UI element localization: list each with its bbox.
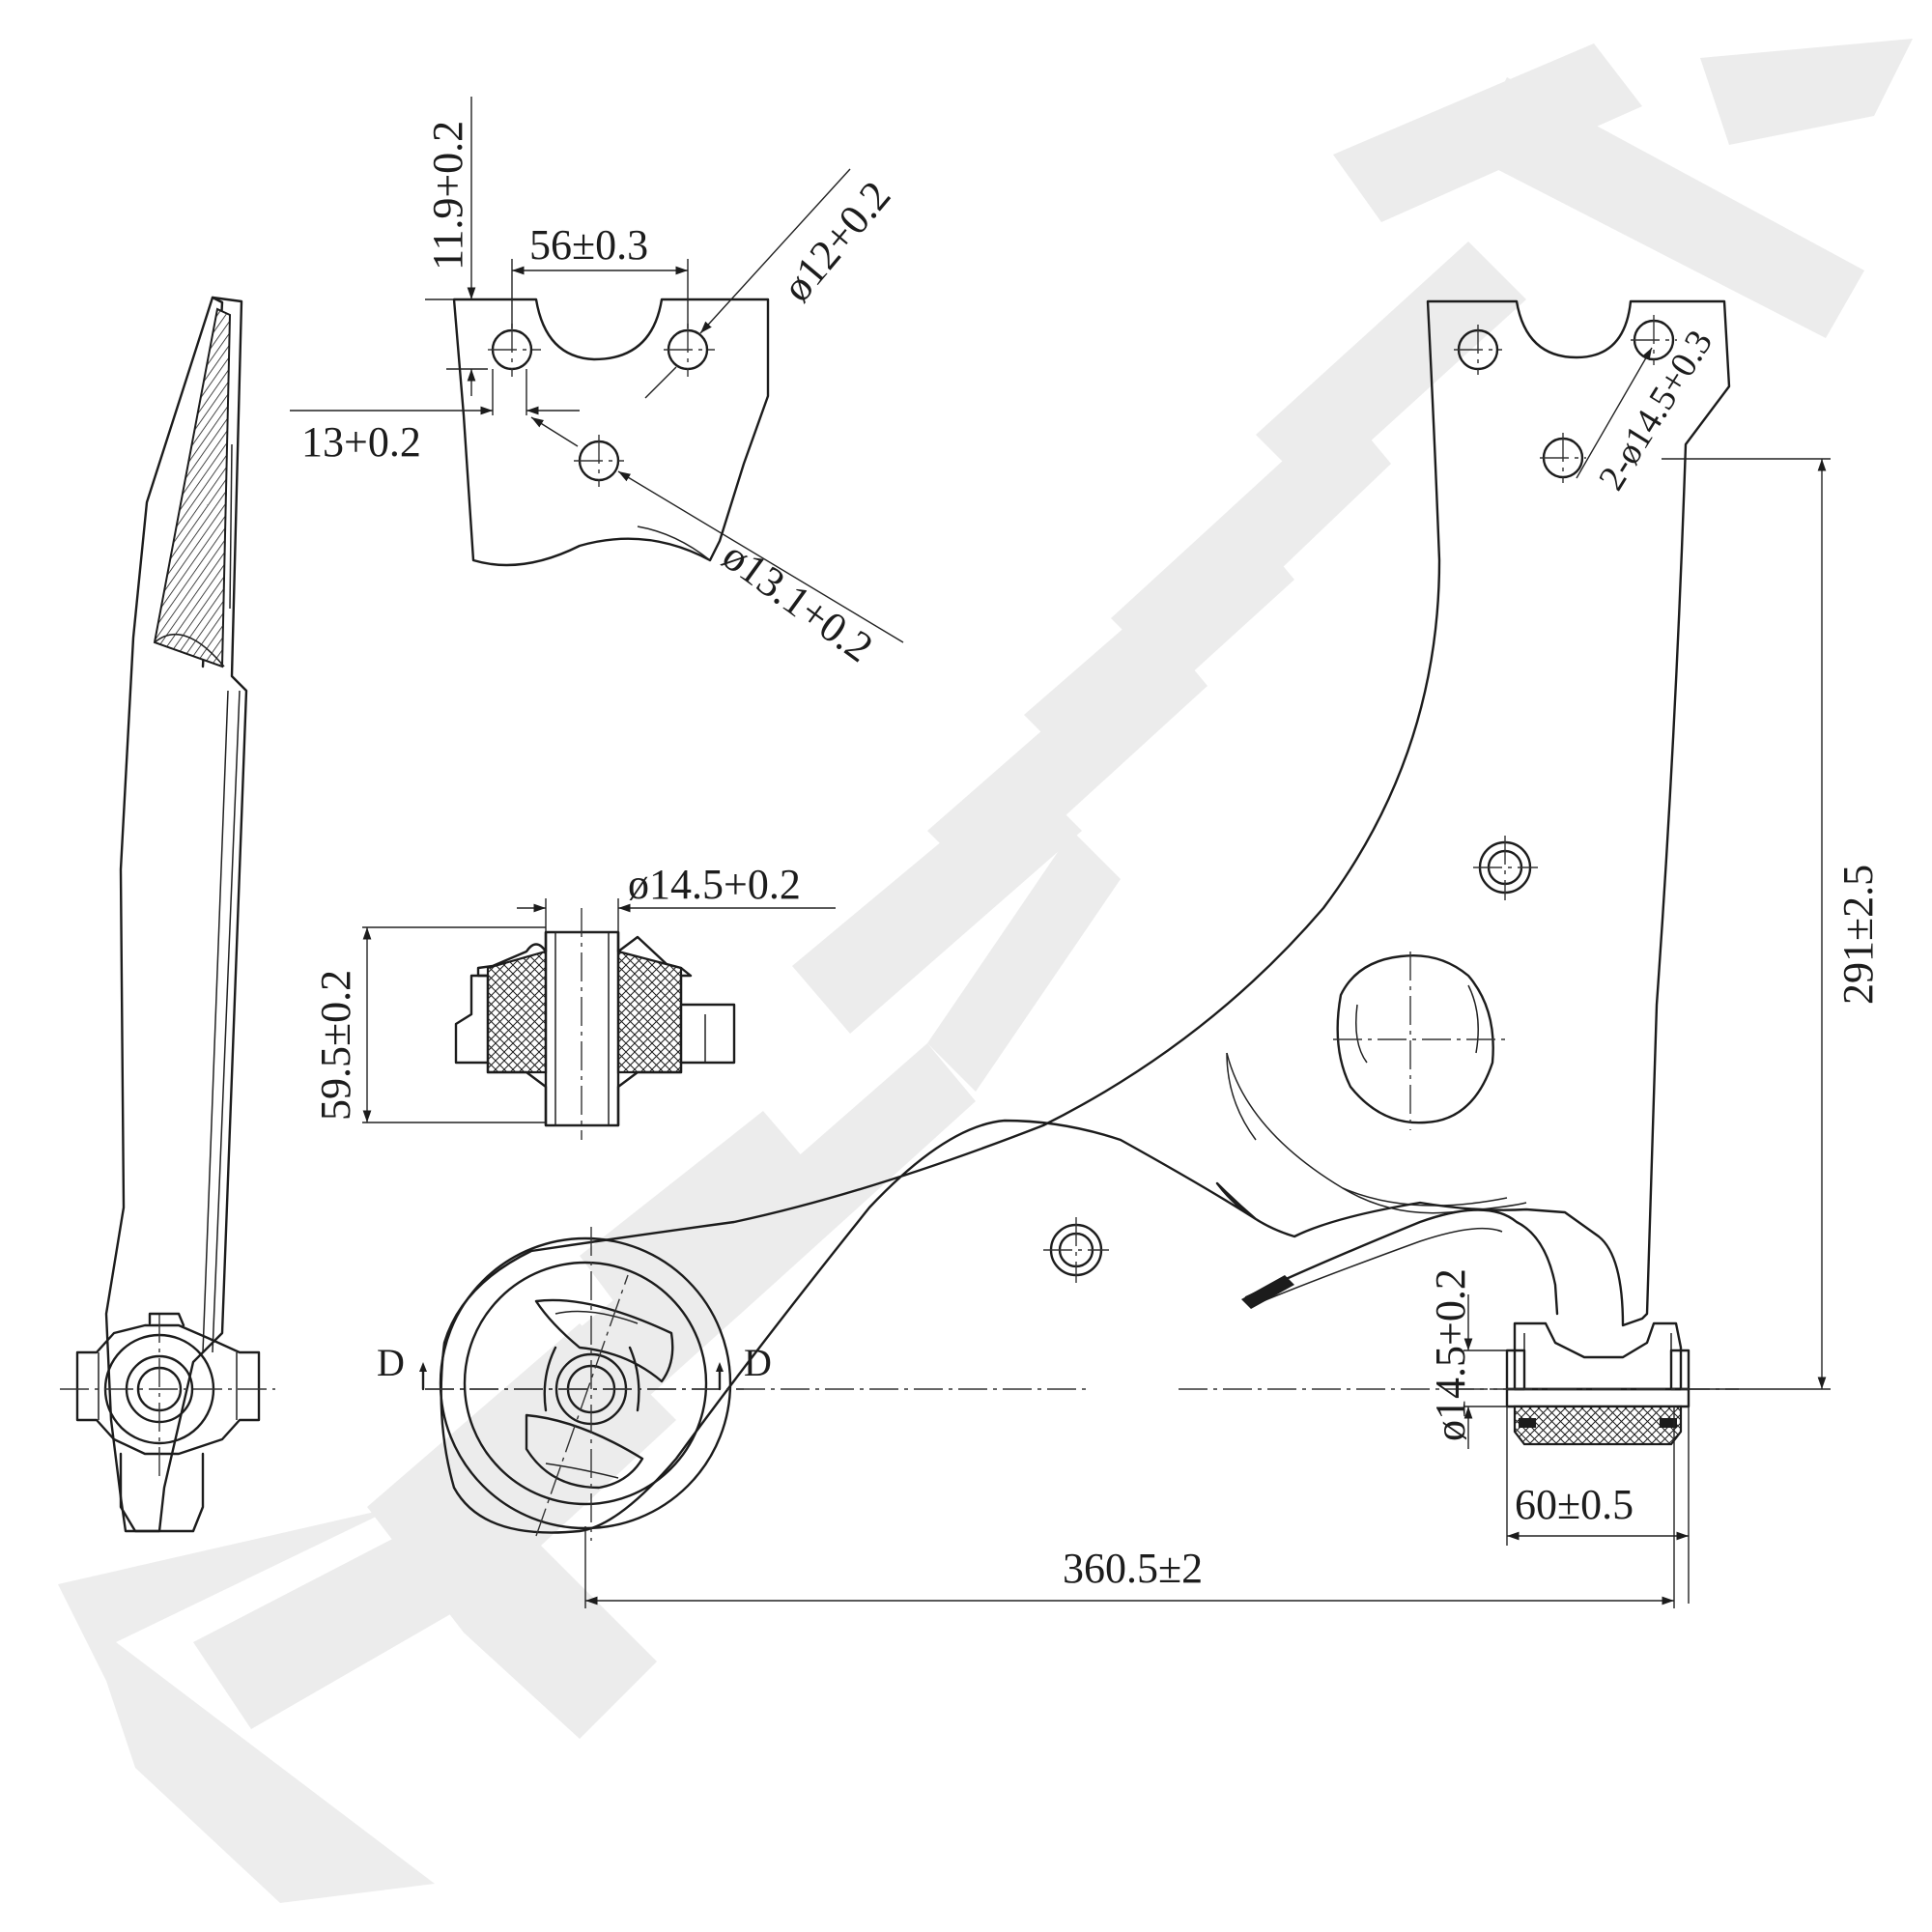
dim-arm-height: 291±2.5 <box>1834 865 1882 1005</box>
dim-bushing-bore-dia: ø14.5+0.2 <box>628 861 801 908</box>
dim-rear-bushing-width: 60±0.5 <box>1515 1481 1634 1528</box>
dim-ball-joint-holes: 2-ø14.5+0.3 <box>1591 324 1720 497</box>
section-label-left: D <box>377 1341 405 1384</box>
control-arm-plan-view <box>440 299 1731 1534</box>
dim-bolt-spacing: 56±0.3 <box>529 221 648 269</box>
dim-bolt-hole-dia: ø12+0.2 <box>773 172 899 310</box>
dim-bolt-vertical-offset: 11.9+0.2 <box>424 121 471 270</box>
dim-bolt-horizontal-offset: 13+0.2 <box>301 418 421 466</box>
section-marker-d: D D <box>377 1341 1642 1391</box>
dim-center-hole-dia: ø13.1+0.2 <box>714 531 881 671</box>
bushing-section-view <box>362 898 836 1140</box>
dim-arm-length: 360.5±2 <box>1063 1545 1203 1592</box>
bracket-detail <box>290 97 904 643</box>
section-label-right: D <box>744 1341 772 1384</box>
watermark <box>58 39 1913 1903</box>
arm-small-hole-upper <box>1473 836 1538 900</box>
side-view <box>60 296 275 1533</box>
rear-bushing-section <box>1459 1321 1739 1446</box>
overall-dimensions <box>584 458 1831 1608</box>
dim-bushing-length: 59.5±0.2 <box>312 970 359 1121</box>
arm-small-hole-lower <box>1043 1217 1109 1283</box>
dim-rear-bushing-bore-dia: ø14.5+0.2 <box>1427 1268 1474 1441</box>
